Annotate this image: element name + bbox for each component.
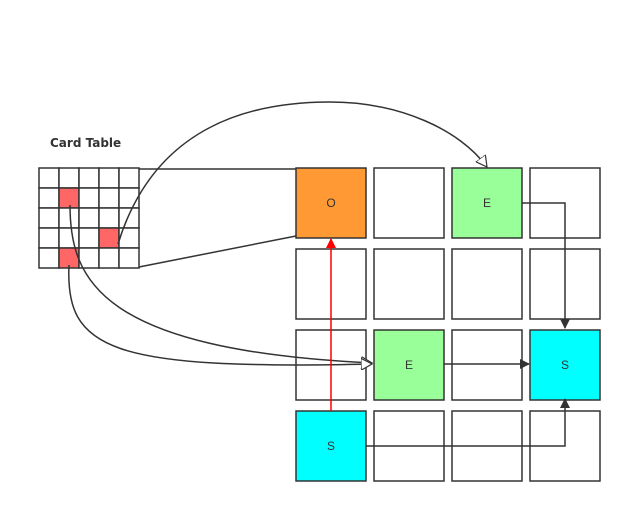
eden-top-to-survivor-arrow xyxy=(522,202,570,329)
dirty-card-cell xyxy=(58,187,80,209)
card-cell xyxy=(78,227,100,249)
dirty-card-cell xyxy=(98,227,120,249)
card-cell xyxy=(98,167,120,189)
card-cell xyxy=(98,187,120,209)
card-cell xyxy=(118,247,140,269)
dirty-card-to-eden-top-arrow xyxy=(117,101,487,245)
card-cell xyxy=(98,247,120,269)
dirty-card-row4-to-eden-mid-arrow xyxy=(68,264,372,365)
heap-region-eden xyxy=(451,167,523,239)
card-cell xyxy=(58,167,80,189)
heap-region-survivor xyxy=(529,329,601,401)
heap-region-label: E xyxy=(483,196,491,210)
heap-region-label: E xyxy=(405,358,413,372)
heap-region-empty xyxy=(451,248,523,320)
heap-region-grid: O E E S S xyxy=(295,167,601,482)
card-cell xyxy=(118,187,140,209)
heap-region-empty xyxy=(451,329,523,401)
survivor-bottom-to-survivor-arrow xyxy=(366,398,570,447)
card-table-grid xyxy=(38,167,140,269)
card-cell xyxy=(98,207,120,229)
heap-region-empty xyxy=(373,167,445,239)
card-cell xyxy=(118,167,140,189)
dirty-card-row1-to-eden-mid-arrow xyxy=(69,204,372,363)
card-cell xyxy=(78,167,100,189)
card-table-title: Card Table xyxy=(50,136,121,150)
heap-region-label: O xyxy=(326,196,335,210)
card-cell xyxy=(78,187,100,209)
card-cell xyxy=(118,207,140,229)
heap-region-old xyxy=(295,167,367,239)
card-cell xyxy=(38,207,60,229)
card-cell xyxy=(58,227,80,249)
card-cell xyxy=(78,207,100,229)
heap-region-eden xyxy=(373,329,445,401)
heap-region-empty xyxy=(373,248,445,320)
card-cell xyxy=(58,207,80,229)
heap-region-label: S xyxy=(561,358,569,372)
card-cell xyxy=(38,247,60,269)
coverage-line-bottom xyxy=(138,235,297,268)
card-cell xyxy=(38,227,60,249)
card-cell xyxy=(38,167,60,189)
heap-region-survivor xyxy=(295,410,367,482)
heap-region-label: S xyxy=(327,439,335,453)
card-cell xyxy=(38,187,60,209)
